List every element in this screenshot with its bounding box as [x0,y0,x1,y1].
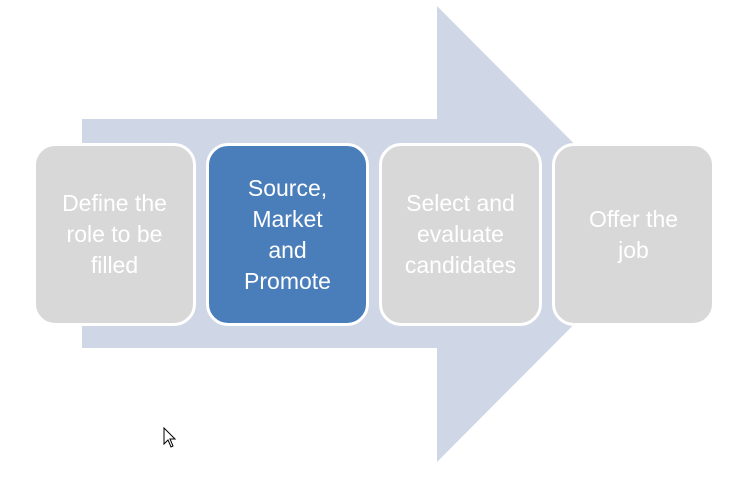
step-label: Define the role to be filled [62,190,167,278]
step-define-role[interactable]: Define the role to be filled [33,143,196,326]
step-label: Select and evaluate candidates [404,190,517,278]
step-label: Source, Market and Promote [244,174,331,294]
step-select-evaluate[interactable]: Select and evaluate candidates [379,143,542,326]
step-source-market-promote[interactable]: Source, Market and Promote [206,143,369,326]
mouse-pointer-icon [163,427,177,448]
step-offer-job[interactable]: Offer the job [552,143,715,326]
arrow-shape [82,6,664,462]
step-label: Offer the job [588,205,679,263]
